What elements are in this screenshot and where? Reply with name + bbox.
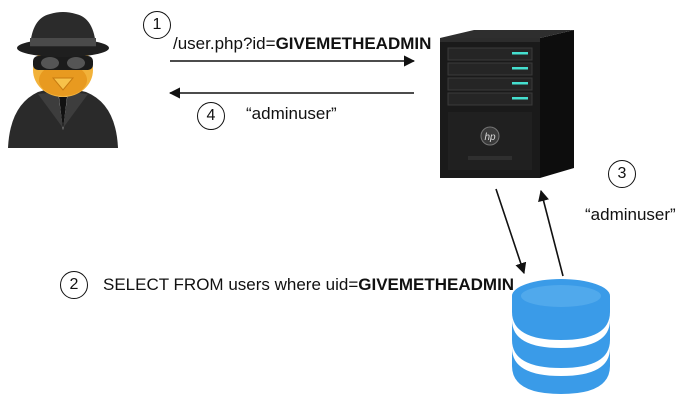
step-1-number: 1 [152, 16, 162, 33]
step-1-bold-text: GIVEMETHEADMIN [275, 34, 432, 53]
step-3-number: 3 [617, 165, 627, 182]
step-2-badge: 2 [60, 271, 88, 299]
query-arrow [495, 188, 527, 275]
step-1-text: /user.php?id= [173, 34, 276, 53]
step-4-badge: 4 [197, 102, 225, 130]
step-3-label: “adminuser” [585, 205, 676, 224]
step-4-number: 4 [206, 107, 216, 124]
step-1-badge: 1 [143, 11, 171, 39]
step-4-label: “adminuser” [246, 104, 337, 123]
step-3-badge: 3 [608, 160, 636, 188]
step-2-text: SELECT FROM users where uid= [103, 275, 359, 294]
step-2-number: 2 [69, 276, 79, 293]
step-2-label: SELECT FROM users where uid=GIVEMETHEADM… [103, 275, 514, 295]
result-arrow [538, 189, 564, 277]
svg-text:hp: hp [484, 132, 496, 143]
step-1-label: /user.php?id=GIVEMETHEADMIN [173, 34, 431, 54]
step-2-bold-text: GIVEMETHEADMIN [358, 275, 515, 294]
